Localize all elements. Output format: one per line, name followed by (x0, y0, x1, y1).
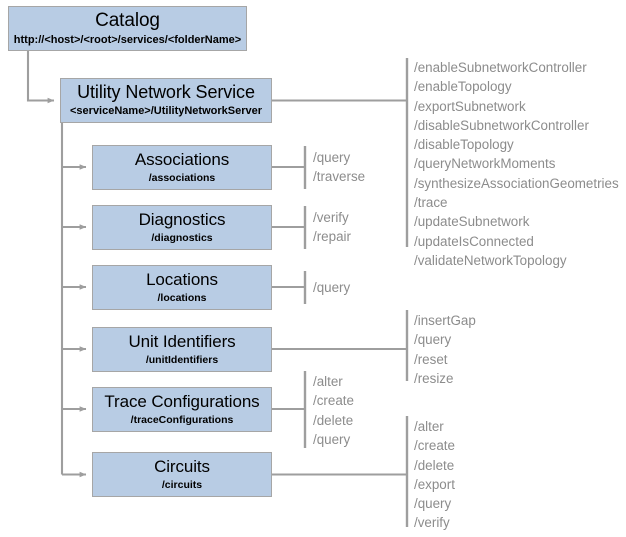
node-circuits-title: Circuits (154, 457, 210, 477)
operation-item[interactable]: /verify (313, 210, 349, 225)
operation-item[interactable]: /traverse (313, 169, 366, 185)
node-associations-path: /associations (148, 171, 216, 184)
operation-item[interactable]: /updateSubnetwork (414, 214, 530, 230)
operation-item[interactable]: /query (313, 431, 351, 447)
operation-item[interactable]: /alter (414, 419, 444, 434)
node-utility-network-service[interactable]: Utility Network Service <serviceName>/Ut… (60, 78, 272, 123)
node-associations-title: Associations (134, 150, 230, 170)
operation-item[interactable]: /verify (414, 515, 450, 531)
operations-diagnostics: /verify /repair (313, 208, 351, 247)
operation-item[interactable]: /query (313, 280, 351, 295)
node-trace-configurations-title: Trace Configurations (104, 392, 260, 412)
operation-item[interactable]: /query (313, 150, 351, 165)
connector-catalog-to-service (26, 51, 55, 104)
node-diagnostics-path: /diagnostics (151, 231, 213, 244)
operation-item[interactable]: /disableTopology (414, 137, 514, 153)
operation-item[interactable]: /updateIsConnected (414, 233, 534, 249)
node-associations[interactable]: Associations /associations (92, 145, 272, 190)
operation-item[interactable]: /delete (313, 412, 354, 428)
operations-locations: /query (313, 278, 350, 297)
operation-item[interactable]: /insertGap (414, 313, 476, 328)
operation-item[interactable]: /create (313, 393, 354, 409)
operation-item[interactable]: /alter (313, 374, 343, 389)
node-locations[interactable]: Locations /locations (92, 265, 272, 310)
operation-item[interactable]: /resize (414, 370, 454, 386)
node-utility-network-service-path: <serviceName>/UtilityNetworkServer (70, 105, 262, 118)
node-unit-identifiers[interactable]: Unit Identifiers /unitIdentifiers (92, 327, 272, 372)
operation-item[interactable]: /enableSubnetworkController (414, 60, 587, 75)
operation-item[interactable]: /delete (414, 457, 455, 473)
node-circuits[interactable]: Circuits /circuits (92, 452, 272, 497)
operation-item[interactable]: /export (414, 476, 455, 492)
node-locations-path: /locations (157, 291, 207, 304)
operation-item[interactable]: /query (414, 332, 452, 348)
node-diagnostics[interactable]: Diagnostics /diagnostics (92, 205, 272, 250)
node-catalog-path: http://<host>/<root>/services/<folderNam… (13, 33, 242, 46)
operation-item[interactable]: /exportSubnetwork (414, 98, 526, 114)
node-circuits-path: /circuits (161, 478, 203, 491)
operations-trace-configurations: /alter /create /delete /query (313, 372, 354, 449)
node-diagnostics-title: Diagnostics (138, 210, 226, 230)
operations-circuits: /alter /create /delete /export /query /v… (414, 417, 455, 533)
node-catalog-title: Catalog (95, 9, 160, 31)
operation-item[interactable]: /queryNetworkMoments (414, 156, 556, 172)
operations-associations: /query /traverse (313, 148, 365, 187)
operation-item[interactable]: /validateNetworkTopology (414, 252, 567, 268)
node-trace-configurations-path: /traceConfigurations (130, 413, 234, 426)
node-unit-identifiers-path: /unitIdentifiers (145, 353, 219, 366)
operation-item[interactable]: /reset (414, 351, 448, 367)
operation-item[interactable]: /create (414, 438, 455, 454)
operation-item[interactable]: /disableSubnetworkController (414, 117, 589, 133)
operations-unit-identifiers: /insertGap /query /reset /resize (414, 311, 476, 388)
node-utility-network-service-title: Utility Network Service (77, 82, 255, 103)
node-locations-title: Locations (146, 270, 218, 290)
node-trace-configurations[interactable]: Trace Configurations /traceConfiguration… (92, 387, 272, 432)
operation-item[interactable]: /query (414, 496, 452, 512)
operation-item[interactable]: /synthesizeAssociationGeometries (414, 175, 619, 191)
operation-item[interactable]: /repair (313, 229, 351, 245)
operations-utility-network-service: /enableSubnetworkController /enableTopol… (414, 58, 619, 270)
node-unit-identifiers-title: Unit Identifiers (128, 332, 236, 352)
operation-item[interactable]: /trace (414, 195, 448, 211)
operation-item[interactable]: /enableTopology (414, 79, 512, 95)
node-catalog[interactable]: Catalog http://<host>/<root>/services/<f… (8, 6, 247, 51)
